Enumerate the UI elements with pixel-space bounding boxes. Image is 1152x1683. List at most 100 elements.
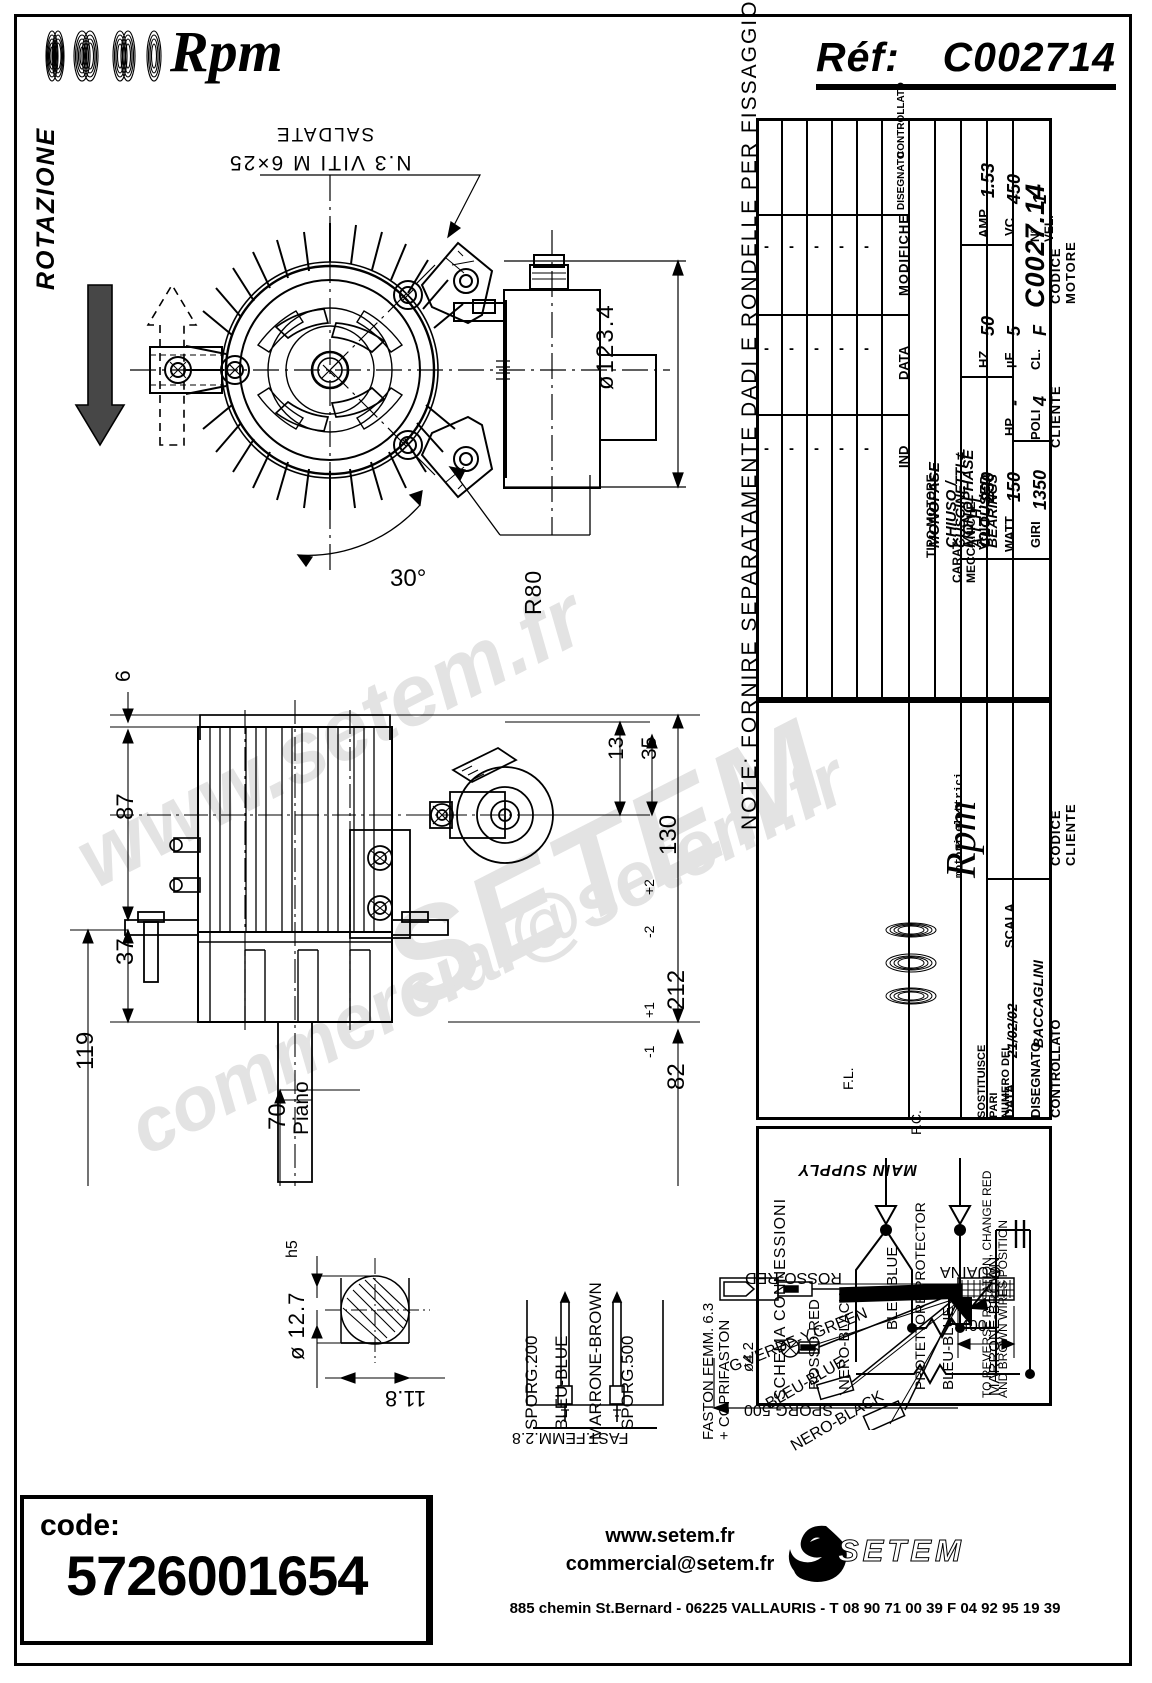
tb-l-v1 bbox=[908, 700, 910, 1120]
tb-data-value: 21/02/02 bbox=[1004, 1003, 1020, 1059]
tb-v4 bbox=[856, 118, 858, 700]
tb-h3 bbox=[756, 414, 908, 416]
tb-h4 bbox=[881, 414, 908, 416]
tb-amp-value: 1.53 bbox=[978, 162, 998, 198]
ref-label: Réf: bbox=[816, 34, 900, 80]
dim-212-tol-plus: +2 bbox=[641, 879, 657, 895]
mod-dash-3: - bbox=[814, 238, 819, 255]
schema-fc-label: F.C. bbox=[908, 1110, 924, 1135]
dim-119: 119 bbox=[72, 1031, 99, 1070]
tb-uf-label: µF bbox=[1002, 352, 1017, 368]
tb-h-bot bbox=[756, 698, 908, 701]
code-label: code: bbox=[40, 1509, 121, 1542]
code-box: code: 5726001654 bbox=[20, 1495, 430, 1645]
tb-d4 bbox=[1012, 440, 1052, 442]
tb-hp-label: HP bbox=[1002, 417, 1017, 436]
tb-disegnato-label: DISEGNATO bbox=[1028, 1041, 1043, 1118]
dim-35: 35 bbox=[638, 736, 661, 760]
harness-faston-label: FASTON FEMM. 6.3 bbox=[700, 1302, 717, 1440]
tb-v5 bbox=[881, 118, 883, 700]
leads-detail-drawing bbox=[526, 1291, 664, 1429]
label-piano: Piano bbox=[290, 1081, 313, 1135]
ref-value: C002714 bbox=[942, 34, 1116, 80]
schema-protector-label: PROTETTORE-PROTECTOR bbox=[912, 1202, 928, 1390]
harness-copri-label: + COPRIFASTON bbox=[716, 1319, 733, 1440]
radius-r80-label: R80 bbox=[520, 569, 546, 615]
brand-name: Rpm bbox=[170, 19, 283, 84]
lead-sporg500-label: SPORG.500 bbox=[618, 1335, 637, 1431]
schema-black-label: NERO-BLACK bbox=[836, 1292, 853, 1390]
screws-note-line2: SALDATE bbox=[275, 123, 375, 144]
tb-hz-label: HZ bbox=[976, 350, 991, 368]
sheet-border bbox=[14, 14, 1132, 1666]
tb-giri-label: GIRI bbox=[1028, 521, 1043, 548]
tb-cl-value: F bbox=[1030, 325, 1050, 336]
schema-blue1-label: BLEU-BLUE bbox=[884, 1246, 901, 1330]
harness-detail-drawing bbox=[712, 1277, 1016, 1430]
dim-130: 130 bbox=[655, 814, 682, 855]
dim-37: 37 bbox=[112, 938, 139, 965]
mod-dash-2: - bbox=[789, 238, 794, 255]
tb-v1 bbox=[781, 118, 783, 700]
mod-dash-13: - bbox=[814, 440, 819, 457]
tb-codice-cliente-label: CODICE CLIENTE bbox=[1048, 803, 1078, 866]
tb-l-h1 bbox=[986, 878, 1052, 880]
tb-data-label: DATA bbox=[1002, 1083, 1017, 1118]
tb-watt-label: WATT bbox=[1002, 516, 1017, 552]
mod-dash-4: - bbox=[839, 238, 844, 255]
tb-brand-sub: motori elettrici bbox=[954, 772, 966, 878]
setem-wordmark: SETEM bbox=[838, 1533, 965, 1569]
tb-disegnato-value: BACCAGLINI bbox=[1030, 960, 1046, 1048]
lead-blue-label: BLEU-BLUE bbox=[552, 1335, 571, 1430]
shaft-tolerance-label: h5 bbox=[284, 1240, 301, 1258]
footer-web: www.setem.fr bbox=[605, 1525, 735, 1547]
tb-l-v3 bbox=[986, 700, 988, 1120]
mod-dash-6: - bbox=[764, 340, 769, 357]
reference-title: Réf: C002714 bbox=[816, 34, 1116, 90]
mod-dash-10: - bbox=[864, 340, 869, 357]
tb-d2 bbox=[960, 376, 1014, 378]
tb-scala-label: SCALA bbox=[1002, 903, 1017, 948]
lead-brown-label: MARRONE-BROWN bbox=[586, 1282, 605, 1440]
dim-82: 82 bbox=[663, 1063, 690, 1090]
tb-disegnato-col-label: DISEGNATO bbox=[896, 151, 907, 210]
tb-volt-value: 230 bbox=[978, 471, 998, 502]
mod-dash-8: - bbox=[814, 340, 819, 357]
tb-v0 bbox=[756, 118, 759, 700]
diameter-123-label: ø123.4 bbox=[592, 303, 619, 390]
mod-dash-15: - bbox=[864, 440, 869, 457]
shaft-diameter-label: ø 12.7 bbox=[284, 1291, 309, 1360]
front-view-drawing bbox=[74, 174, 686, 575]
footer-address: 885 chemin St.Bernard - 06225 VALLAURIS … bbox=[509, 1600, 1061, 1617]
tb-hp-value: - bbox=[1004, 400, 1024, 406]
tb-d3 bbox=[960, 558, 1052, 560]
shaft-flat-label: 11.8 bbox=[385, 1386, 427, 1411]
dim-212-tol-minus: -2 bbox=[641, 925, 657, 938]
tb-controllato-col-label: CONTROLLATO bbox=[896, 82, 907, 158]
tb-l-v2 bbox=[960, 700, 962, 1120]
tb-l-v4 bbox=[1012, 700, 1014, 1120]
dim-6: 6 bbox=[112, 670, 135, 682]
schema-frame bbox=[756, 1126, 1052, 1406]
tb-h1 bbox=[756, 214, 908, 216]
tb-r-bot bbox=[908, 698, 1052, 701]
tb-codice-motore-value: C0027.14 bbox=[1020, 182, 1050, 308]
tb-v2 bbox=[806, 118, 808, 700]
tb-hz-value: 50 bbox=[978, 315, 998, 336]
mod-dash-5: - bbox=[864, 238, 869, 255]
shaft-detail-drawing bbox=[311, 1256, 445, 1388]
schema-connessioni-drawing bbox=[855, 1158, 1035, 1386]
schema-main-supply-label: MAIN SUPPLY bbox=[798, 1161, 918, 1178]
tb-cl-label: CL. bbox=[1028, 349, 1043, 370]
rpm-logo-icon bbox=[45, 30, 162, 82]
tb-cliente-label: CLIENTE bbox=[1048, 385, 1063, 448]
tb-codice-motore-label: CODICE MOTORE bbox=[1048, 241, 1078, 304]
mod-dash-7: - bbox=[789, 340, 794, 357]
angle-30-label: 30° bbox=[390, 565, 427, 592]
tb-v7 bbox=[934, 118, 936, 700]
tb-controllato-label: CONTROLLATO bbox=[1048, 1019, 1063, 1118]
dim-13: 13 bbox=[605, 736, 628, 760]
tb-poli-label: POLI bbox=[1028, 409, 1043, 440]
rotation-label: ROTAZIONE bbox=[32, 126, 60, 290]
